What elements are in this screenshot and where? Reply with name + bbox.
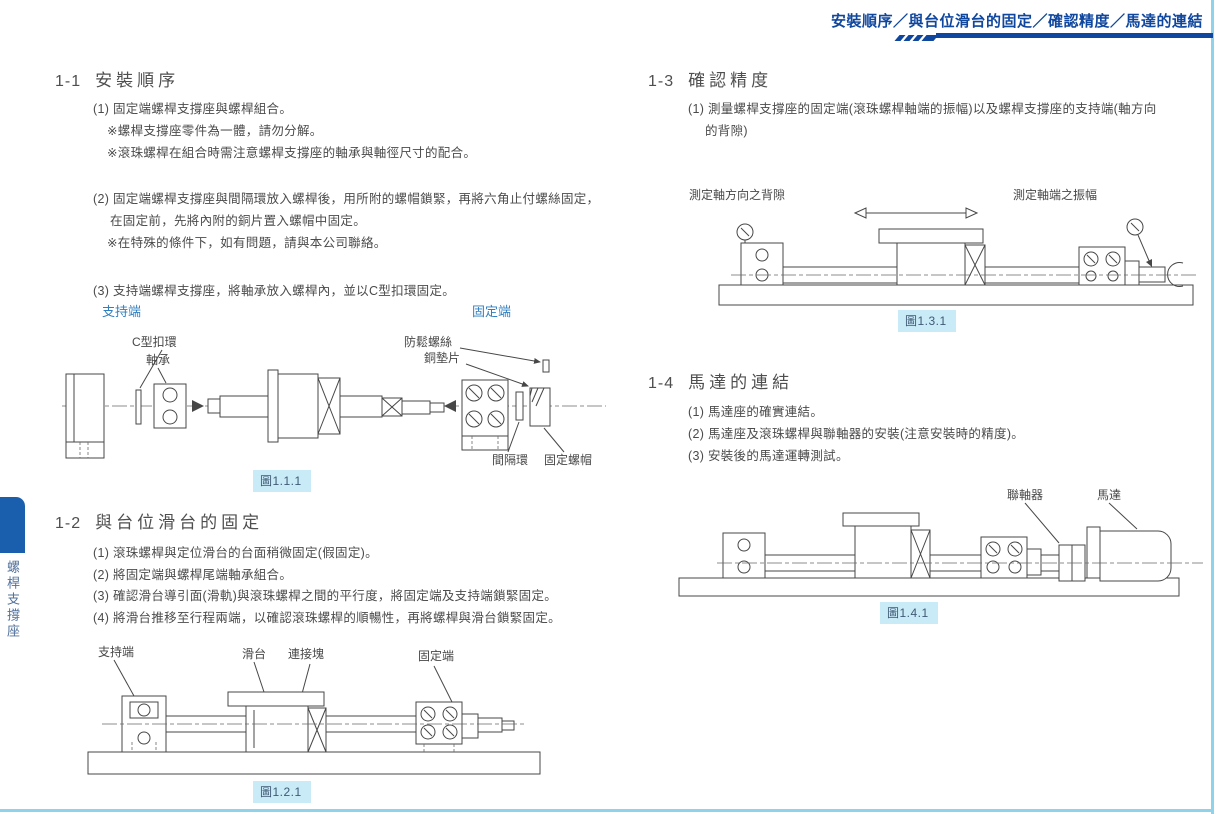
lock-nut-part — [529, 359, 551, 427]
chapter-tab-label: 螺桿支撐座 — [5, 560, 20, 640]
figure-caption: 圖1.3.1 — [898, 310, 956, 332]
right-edge-accent-line — [1211, 0, 1214, 814]
figure-1-1-1-diagram: 支持端 固定端 C型扣環 軸承 防鬆螺絲 銅墊片 間隔環 固定螺帽 — [62, 304, 606, 467]
figure-1-3-1-diagram: 測定軸方向之背隙 測定軸端之振幅 — [689, 187, 1199, 306]
section-number: 1-4 — [648, 375, 675, 392]
spacer-part — [515, 391, 524, 421]
travel-double-arrow — [853, 207, 979, 219]
section-1-1-steps: (1) 固定端螺桿支撐座與螺桿組合。 ※螺桿支撐座零件為一體，請勿分解。 ※滾珠… — [93, 98, 599, 302]
c-ring-part — [135, 389, 142, 425]
section-1-3-heading: 1-3 確認精度 — [648, 66, 772, 91]
step-line: (2) 固定端螺桿支撐座與間隔環放入螺桿後，用所附的螺帽鎖緊，再將六角止付螺絲固… — [93, 192, 600, 206]
slide-carriage — [878, 228, 986, 286]
section-1-2-heading: 1-2 與台位滑台的固定 — [55, 508, 263, 533]
header-hash-marks — [894, 35, 939, 41]
base-plate — [718, 284, 1194, 306]
connect-block-label: 連接塊 — [288, 646, 324, 661]
step-line: (4) 將滑台推移至行程兩端，以確認滾珠螺桿的順暢性，再將螺桿與滑台鎖緊固定。 — [93, 610, 561, 625]
section-1-2-steps: (1) 滾珠螺桿與定位滑台的台面稍微固定(假固定)。 (2) 將固定端與螺桿尾端… — [93, 543, 561, 629]
section-1-4-heading: 1-4 馬達的連結 — [648, 368, 793, 393]
spacer-label: 間隔環 — [492, 453, 528, 467]
step-note: ※在特殊的條件下，如有問題，請與本公司聯絡。 — [107, 236, 387, 250]
step-line: (3) 支持端螺桿支撐座，將軸承放入螺桿內，並以C型扣環固定。 — [93, 284, 456, 298]
fixed-end-block — [461, 379, 509, 451]
lock-nut-label: 固定螺帽 — [544, 452, 592, 467]
motor-part — [1086, 526, 1172, 582]
section-number: 1-1 — [55, 73, 82, 90]
section-number: 1-3 — [648, 73, 675, 90]
step-line: 在固定前，先將內附的銅片置入螺帽中固定。 — [110, 214, 367, 228]
step-line: 的背隙) — [705, 124, 748, 138]
fixed-end-block — [415, 701, 515, 752]
motor-label: 馬達 — [1097, 488, 1121, 502]
bottom-edge-accent-line — [0, 809, 1213, 812]
fixed-end-block — [1078, 246, 1166, 286]
chapter-tab[interactable] — [0, 497, 25, 553]
fixed-end-label: 固定端 — [418, 648, 454, 663]
figure-caption: 圖1.2.1 — [253, 781, 311, 803]
c-ring-label: C型扣環 — [132, 335, 177, 349]
support-end-block — [740, 242, 784, 286]
section-1-4-steps: (1) 馬達座的確實連結。 (2) 馬達座及滾珠螺桿與聯軸器的安裝(注意安裝時的… — [688, 401, 1024, 467]
dial-indicator-right — [1126, 218, 1152, 267]
step-line: (2) 將固定端與螺桿尾端軸承組合。 — [93, 567, 293, 582]
step-line: (3) 安裝後的馬達運轉測試。 — [688, 449, 849, 463]
copper-pad-label: 銅墊片 — [424, 351, 460, 365]
figure-1-2-1-diagram: 支持端 滑台 連接塊 固定端 — [87, 644, 541, 775]
page-header: 安裝順序／與台位滑台的固定／確認精度／馬達的連結 — [831, 10, 1203, 31]
step-line: (2) 馬達座及滾珠螺桿與聯軸器的安裝(注意安裝時的精度)。 — [688, 427, 1025, 441]
figure-caption: 圖1.4.1 — [880, 602, 938, 624]
step-line: (1) 馬達座的確實連結。 — [688, 405, 824, 419]
support-end-label: 支持端 — [102, 304, 141, 319]
coupling-label: 聯軸器 — [1007, 488, 1043, 502]
runout-label: 測定軸端之振幅 — [1013, 187, 1097, 202]
insert-arrow-left — [444, 400, 456, 412]
bearing-label: 軸承 — [146, 353, 170, 367]
slide-carriage — [842, 512, 931, 579]
step-line: (1) 滾珠螺桿與定位滑台的台面稍微固定(假固定)。 — [93, 546, 378, 560]
step-line: (3) 確認滑台導引面(滑軌)與滾珠螺桿之間的平行度，將固定端及支持端鎖緊固定。 — [93, 589, 558, 603]
header-underline — [936, 33, 1213, 38]
step-line: (1) 固定端螺桿支撐座與螺桿組合。 — [93, 102, 293, 116]
section-1-3-steps: (1) 測量螺桿支撐座的固定端(滾珠螺桿軸端的振幅)以及螺桿支撐座的支持端(軸方… — [688, 98, 1157, 142]
leader-lines — [1024, 502, 1138, 544]
axial-backlash-label: 測定軸方向之背隙 — [689, 187, 785, 202]
step-note: ※滾珠螺桿在組合時需注意螺桿支撐座的軸承與軸徑尺寸的配合。 — [107, 146, 477, 160]
support-end-block — [65, 373, 105, 459]
slide-label: 滑台 — [242, 646, 266, 661]
step-line: (1) 測量螺桿支撐座的固定端(滾珠螺桿軸端的振幅)以及螺桿支撐座的支持端(軸方… — [688, 102, 1157, 116]
base-plate — [87, 751, 541, 775]
step-note: ※螺桿支撐座零件為一體，請勿分解。 — [107, 124, 323, 138]
page-header-title: 安裝順序／與台位滑台的固定／確認精度／馬達的連結 — [830, 13, 1203, 30]
slide-carriage — [227, 691, 327, 753]
section-title: 馬達的連結 — [688, 373, 794, 392]
section-number: 1-2 — [55, 515, 82, 532]
insert-arrow-right — [192, 400, 204, 412]
support-end-label: 支持端 — [98, 644, 134, 659]
leader-lines — [139, 347, 565, 453]
section-title: 安裝順序 — [95, 71, 180, 90]
section-1-1-heading: 1-1 安裝順序 — [55, 66, 179, 91]
bearing-part — [153, 383, 187, 429]
support-end-block — [722, 532, 766, 579]
section-title: 確認精度 — [688, 71, 773, 90]
rotation-arc — [1167, 262, 1184, 287]
fixed-end-label: 固定端 — [472, 304, 511, 319]
fixed-end-block — [980, 536, 1060, 579]
set-screw-label: 防鬆螺絲 — [404, 334, 452, 349]
figure-caption: 圖1.1.1 — [253, 470, 311, 492]
section-title: 與台位滑台的固定 — [95, 513, 264, 532]
ball-screw-shaft — [207, 369, 445, 443]
figure-1-4-1-diagram: 聯軸器 馬達 — [678, 488, 1203, 597]
